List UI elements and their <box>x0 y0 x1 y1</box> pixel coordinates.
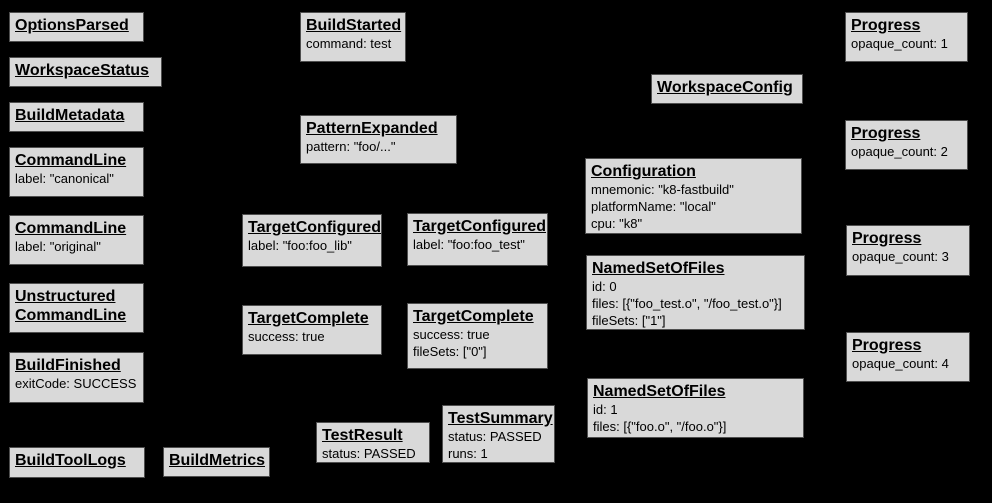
node-field: mnemonic: "k8-fastbuild" <box>591 182 734 197</box>
node-progress-1: Progress opaque_count: 1 <box>845 12 968 62</box>
node-title: TargetComplete <box>248 310 369 327</box>
node-field: label: "original" <box>15 239 101 254</box>
node-title: TestResult <box>322 427 403 444</box>
node-field: fileSets: ["1"] <box>592 313 666 328</box>
node-field: fileSets: ["0"] <box>413 344 487 359</box>
node-title: Progress <box>852 337 922 354</box>
node-title: CommandLine <box>15 220 127 237</box>
node-title: TargetComplete <box>413 308 534 325</box>
node-title: TestSummary <box>448 410 553 427</box>
node-field: label: "foo:foo_lib" <box>248 238 352 253</box>
node-title: TargetConfigured <box>413 218 547 235</box>
node-field: files: [{"foo.o", "/foo.o"}] <box>593 419 727 434</box>
node-title: Progress <box>851 17 921 34</box>
node-field: opaque_count: 1 <box>851 36 948 51</box>
node-field: files: [{"foo_test.o", "/foo_test.o"}] <box>592 296 782 311</box>
node-title: BuildMetrics <box>169 452 266 469</box>
node-field: opaque_count: 4 <box>852 356 949 371</box>
node-target-complete-foo-lib: TargetComplete success: true <box>242 305 382 355</box>
node-command-line-original: CommandLine label: "original" <box>9 215 144 265</box>
node-title: NamedSetOfFiles <box>592 260 725 277</box>
node-workspace-config: WorkspaceConfig <box>651 74 803 104</box>
node-configuration: Configuration mnemonic: "k8-fastbuild" p… <box>585 158 802 234</box>
node-build-tool-logs: BuildToolLogs <box>9 447 145 478</box>
node-title: Unstructured CommandLine <box>15 288 127 324</box>
node-field: pattern: "foo/..." <box>306 139 396 154</box>
node-title: OptionsParsed <box>15 17 129 34</box>
node-title: Configuration <box>591 163 696 180</box>
node-field: id: 0 <box>592 279 617 294</box>
node-title: CommandLine <box>15 152 127 169</box>
node-title: Progress <box>852 230 922 247</box>
node-field: command: test <box>306 36 392 51</box>
node-field: platformName: "local" <box>591 199 716 214</box>
node-title: WorkspaceStatus <box>15 62 149 79</box>
node-named-set-of-files-1: NamedSetOfFiles id: 1 files: [{"foo.o", … <box>587 378 804 438</box>
node-title: PatternExpanded <box>306 120 438 137</box>
node-progress-2: Progress opaque_count: 2 <box>845 120 968 170</box>
node-workspace-status: WorkspaceStatus <box>9 57 162 87</box>
node-test-result: TestResult status: PASSED <box>316 422 430 463</box>
node-unstructured-command-line: Unstructured CommandLine <box>9 283 144 333</box>
node-title: Progress <box>851 125 921 142</box>
node-title: BuildStarted <box>306 17 402 34</box>
node-command-line-canonical: CommandLine label: "canonical" <box>9 147 144 197</box>
node-progress-3: Progress opaque_count: 3 <box>846 225 970 276</box>
node-title: TargetConfigured <box>248 219 382 236</box>
node-title: BuildToolLogs <box>15 452 126 469</box>
node-target-complete-foo-test: TargetComplete success: true fileSets: [… <box>407 303 548 369</box>
node-options-parsed: OptionsParsed <box>9 12 144 42</box>
node-field: success: true <box>248 329 325 344</box>
node-target-configured-foo-lib: TargetConfigured label: "foo:foo_lib" <box>242 214 382 267</box>
node-field: opaque_count: 3 <box>852 249 949 264</box>
node-title: NamedSetOfFiles <box>593 383 726 400</box>
node-build-started: BuildStarted command: test <box>300 12 406 62</box>
node-build-metadata: BuildMetadata <box>9 102 144 132</box>
node-field: status: PASSED <box>448 429 542 444</box>
node-target-configured-foo-test: TargetConfigured label: "foo:foo_test" <box>407 213 548 266</box>
node-pattern-expanded: PatternExpanded pattern: "foo/..." <box>300 115 457 164</box>
node-build-finished: BuildFinished exitCode: SUCCESS <box>9 352 144 403</box>
node-named-set-of-files-0: NamedSetOfFiles id: 0 files: [{"foo_test… <box>586 255 805 330</box>
node-field: label: "canonical" <box>15 171 114 186</box>
node-title: BuildFinished <box>15 357 121 374</box>
node-field: opaque_count: 2 <box>851 144 948 159</box>
node-title: WorkspaceConfig <box>657 79 793 96</box>
node-field: success: true <box>413 327 490 342</box>
node-field: status: PASSED <box>322 446 416 461</box>
node-field: runs: 1 <box>448 446 488 461</box>
node-field: cpu: "k8" <box>591 216 643 231</box>
node-field: exitCode: SUCCESS <box>15 376 137 391</box>
node-progress-4: Progress opaque_count: 4 <box>846 332 970 382</box>
node-test-summary: TestSummary status: PASSED runs: 1 <box>442 405 555 463</box>
node-field: label: "foo:foo_test" <box>413 237 525 252</box>
node-title: BuildMetadata <box>15 107 125 124</box>
node-build-metrics: BuildMetrics <box>163 447 270 477</box>
node-field: id: 1 <box>593 402 618 417</box>
